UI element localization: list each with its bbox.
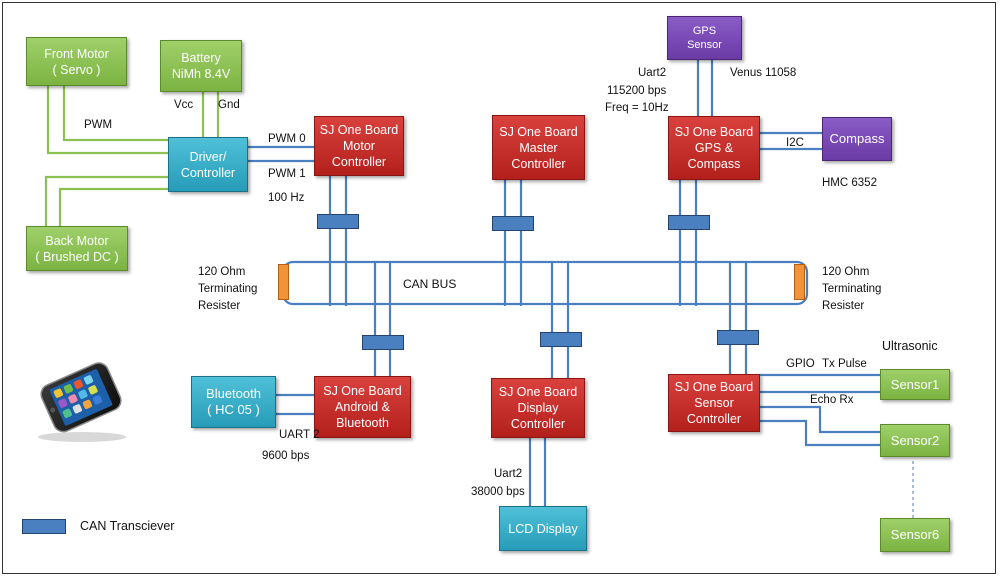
legend-transceiver-swatch: [22, 519, 66, 534]
can-transceiver-motor: [317, 214, 359, 229]
label-venus: Venus 11058: [730, 67, 797, 79]
wire-back-motor-2: [58, 187, 168, 226]
label-baud-lcd: 38000 bps: [471, 486, 525, 498]
legend-label: CAN Transciever: [80, 519, 175, 533]
label-freq: Freq = 10Hz: [605, 102, 669, 114]
label-100hz: 100 Hz: [268, 192, 305, 204]
label-gnd: Gnd: [218, 99, 240, 111]
label-uart2-gps: Uart2: [638, 67, 667, 79]
gps-sensor-box: GPS Sensor: [667, 16, 742, 60]
label-baud-bt: 9600 bps: [262, 450, 310, 462]
wire-back-motor-1: [44, 175, 168, 226]
driver-controller-box: Driver/ Controller: [168, 137, 248, 192]
terminating-resistor-left: [278, 264, 289, 300]
label-gpio: GPIO: [786, 358, 815, 370]
label-hmc: HMC 6352: [822, 177, 877, 189]
motor-controller-box: SJ One Board Motor Controller: [314, 116, 404, 176]
sensor-controller-box: SJ One Board Sensor Controller: [668, 374, 760, 432]
label-echo-rx: Echo Rx: [810, 394, 854, 406]
wire-front-motor-2: [62, 86, 168, 142]
can-transceiver-android: [362, 335, 404, 350]
wire-sensor2-b: [760, 419, 880, 447]
label-pwm1: PWM 1: [268, 168, 306, 180]
label-can-bus: CAN BUS: [403, 277, 457, 291]
lcd-display-box: LCD Display: [499, 506, 587, 551]
front-motor-box: Front Motor ( Servo ): [26, 37, 127, 86]
wire-sensor2-a: [760, 405, 880, 434]
label-uart2-lcd: Uart2: [494, 468, 523, 480]
android-bluetooth-box: SJ One Board Android & Bluetooth: [314, 376, 411, 438]
label-tx-pulse: Tx Pulse: [822, 358, 867, 370]
can-transceiver-master: [492, 216, 534, 231]
sensor1-box: Sensor1: [880, 369, 950, 400]
label-resistor-left: 120 Ohm Terminating Resister: [198, 266, 258, 312]
back-motor-box: Back Motor ( Brushed DC ): [26, 226, 128, 271]
display-controller-box: SJ One Board Display Controller: [491, 378, 585, 438]
master-controller-box: SJ One Board Master Controller: [492, 115, 585, 180]
label-baud-gps: 115200 bps: [607, 85, 667, 97]
can-transceiver-gps: [668, 215, 710, 230]
bluetooth-box: Bluetooth ( HC 05 ): [191, 376, 276, 428]
label-vcc: Vcc: [174, 99, 194, 111]
can-transceiver-display: [540, 332, 582, 347]
battery-box: Battery NiMh 8.4V: [160, 40, 242, 92]
terminating-resistor-right: [794, 264, 805, 300]
label-uart2-bt: UART 2: [279, 429, 320, 441]
label-pwm: PWM: [84, 119, 113, 131]
gps-compass-box: SJ One Board GPS & Compass: [668, 116, 760, 180]
can-bus-loop: [281, 260, 809, 306]
label-resistor-right: 120 Ohm Terminating Resister: [822, 266, 882, 312]
label-i2c: I2C: [786, 137, 804, 149]
sensor2-box: Sensor2: [880, 424, 950, 457]
label-ultrasonic: Ultrasonic: [882, 339, 938, 353]
wire-front-motor-1: [46, 86, 168, 155]
compass-box: Compass: [822, 117, 892, 161]
sensor6-box: Sensor6: [880, 518, 950, 552]
smartphone-illustration: [38, 362, 126, 442]
can-transceiver-sensor: [717, 330, 759, 345]
label-pwm0: PWM 0: [268, 133, 306, 145]
